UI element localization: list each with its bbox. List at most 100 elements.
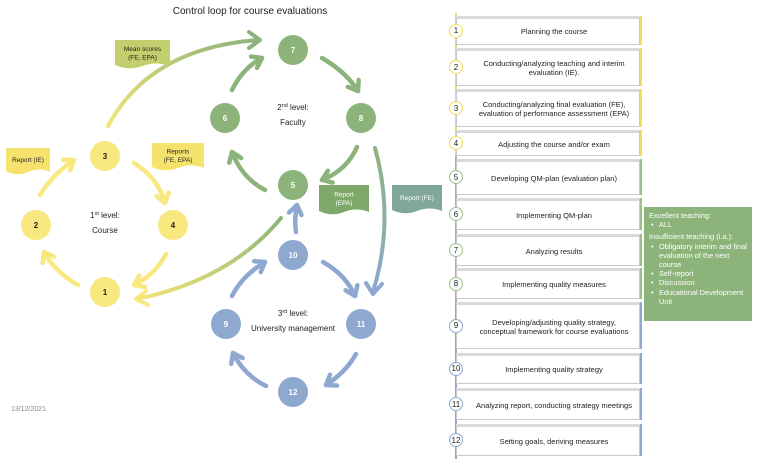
- insufficient-heading: Insufficient teaching (i.a.):: [649, 232, 734, 242]
- step-text: Implementing quality strategy: [505, 365, 603, 374]
- node-6: 6: [210, 103, 240, 133]
- step-level-bar: [640, 159, 642, 195]
- arrow-8-down-to-11: [364, 146, 387, 296]
- step-number-badge: 2: [449, 60, 463, 74]
- arrow-8-to-5: [319, 144, 360, 185]
- step-number-badge: 4: [449, 136, 463, 150]
- arrow-3-to-4: [131, 160, 171, 206]
- step-number-badge: 8: [449, 276, 463, 291]
- node-label: 2: [34, 221, 39, 230]
- note-mean-scores-text: (FE, EPA): [128, 54, 157, 61]
- node-label: 11: [357, 320, 366, 329]
- step-number-badge: 9: [449, 318, 463, 333]
- arrow-5-to-6: [226, 149, 268, 193]
- step-level-bar: [640, 48, 642, 86]
- step-level-bar: [640, 234, 642, 266]
- step-row: Planning the course: [456, 16, 642, 45]
- node-label: 9: [224, 320, 229, 329]
- step-row: Implementing QM-plan: [456, 198, 642, 230]
- note-mean-scores: Mean scores(FE, EPA): [115, 40, 170, 69]
- step-row: Adjusting the course and/or exam: [456, 130, 642, 156]
- quality-measures-callout: Excellent teaching: ALL Insufficient tea…: [644, 207, 752, 321]
- node-5: 5: [278, 170, 308, 200]
- note-report-ie: Report (IE): [6, 148, 50, 175]
- diagram-title: Control loop for course evaluations: [172, 6, 328, 17]
- callout-item: Obligatory interim and final evaluation …: [649, 242, 747, 270]
- level3-label: 3rd level: University management: [251, 309, 336, 333]
- node-label: 1: [103, 288, 108, 297]
- step-level-bar: [640, 16, 642, 45]
- node-12: 12: [278, 377, 308, 407]
- step-level-bar: [640, 302, 642, 349]
- arrow-11-to-12: [323, 351, 359, 388]
- note-report-epa: Report(EPA): [319, 185, 369, 215]
- step-row: Analyzing results: [456, 234, 642, 266]
- step-row: Conducting/analyzing teaching and interi…: [456, 48, 642, 86]
- level-heading: 3rd level:: [278, 309, 308, 318]
- note-report-fe: Report (FE): [392, 185, 442, 214]
- node-label: 12: [289, 388, 298, 397]
- callout-item: ALL: [649, 220, 747, 229]
- node-7: 7: [278, 35, 308, 65]
- note-report-ie-text: Report (IE): [12, 157, 44, 164]
- step-row: Implementing quality strategy: [456, 353, 642, 384]
- step-level-bar: [640, 130, 642, 156]
- step-number-badge: 6: [449, 207, 463, 221]
- arrow-1-to-2: [40, 249, 81, 288]
- note-report-epa-text: (EPA): [336, 200, 353, 207]
- level-heading: 2nd level:: [277, 103, 308, 112]
- node-label: 5: [291, 181, 296, 190]
- note-report-fe-text: Report (FE): [400, 195, 434, 202]
- control-loop-diagram: Report (IE)Reports(FE, EPA)Mean scores(F…: [6, 30, 442, 407]
- step-text: Planning the course: [520, 27, 588, 36]
- step-number-badge: 12: [449, 433, 463, 447]
- node-label: 7: [291, 46, 296, 55]
- step-text: Setting goals, deriving measures: [499, 436, 609, 446]
- level2-label: 2nd level: Faculty: [277, 103, 308, 127]
- node-label: 4: [171, 221, 176, 230]
- note-reports-fe-epa-text: (FE, EPA): [164, 157, 193, 164]
- level-heading: 1st level:: [90, 211, 120, 220]
- arrow-10-to-11: [320, 259, 360, 299]
- callout-item: Self-report: [649, 269, 747, 278]
- node-label: 10: [289, 251, 298, 260]
- step-number-badge: 7: [449, 243, 463, 257]
- step-text: Conducting/analyzing final evaluation (F…: [478, 100, 630, 118]
- excellent-heading: Excellent teaching:: [649, 211, 712, 220]
- step-level-bar: [640, 198, 642, 230]
- note-reports-fe-epa: Reports (FE, EPA): [152, 143, 204, 171]
- note-reports-fe-epa-text: Reports: [167, 148, 191, 155]
- level-name: Course: [92, 226, 118, 235]
- step-text: Conducting/analyzing teaching and interi…: [483, 59, 625, 77]
- excellent-list: ALL: [649, 220, 747, 229]
- step-number-badge: 1: [449, 23, 463, 38]
- node-11: 11: [346, 309, 376, 339]
- arrow-6-to-7: [229, 54, 265, 93]
- arrow-10-to-5: [286, 202, 304, 235]
- node-label: 8: [359, 114, 364, 123]
- level-name: University management: [251, 324, 336, 333]
- step-number-badge: 10: [449, 361, 463, 376]
- node-label: 3: [103, 152, 108, 161]
- node-4: 4: [158, 210, 188, 240]
- arrow-9-to-10: [229, 258, 268, 299]
- step-row: Developing/adjusting quality strategy, c…: [456, 302, 642, 349]
- callout-item: Educational Development Unit: [649, 288, 747, 306]
- step-row: Conducting/analyzing final evaluation (F…: [456, 89, 642, 127]
- step-level-bar: [640, 353, 642, 384]
- node-10: 10: [278, 240, 308, 270]
- node-9: 9: [211, 309, 241, 339]
- step-row: Setting goals, deriving measures: [456, 424, 642, 456]
- arrow-12-to-9: [229, 350, 269, 389]
- date-label: 13/12/2021: [11, 406, 47, 413]
- step-number-badge: 5: [449, 170, 463, 184]
- node-label: 6: [223, 114, 228, 123]
- callout-item: Discussion: [649, 278, 747, 287]
- step-level-bar: [640, 424, 642, 456]
- step-level-bar: [640, 89, 642, 127]
- arrow-4-to-1: [131, 251, 169, 290]
- node-2: 2: [21, 210, 51, 240]
- node-3: 3: [90, 141, 120, 171]
- level-name: Faculty: [280, 118, 306, 127]
- step-text: Implementing quality measures: [502, 280, 606, 289]
